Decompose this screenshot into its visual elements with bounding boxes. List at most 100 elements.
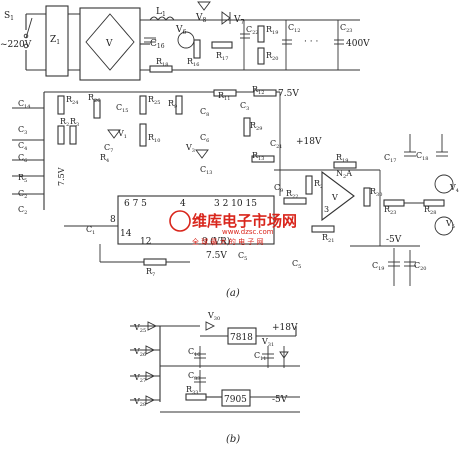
s1-label: S1	[4, 11, 14, 22]
ic-pins-top: 6 7 5	[124, 199, 147, 209]
c9-label: C9	[274, 183, 283, 194]
c6-label: C6	[18, 153, 27, 164]
c33-label: C33	[188, 371, 201, 382]
c3m-label: C3	[240, 101, 249, 112]
v28-label: V28	[133, 397, 146, 408]
v75-top-label: 7.5V	[278, 89, 299, 99]
c10-label: C10	[188, 347, 201, 358]
watermark-url: www.dzsc.com	[222, 228, 274, 236]
r12-label: R12	[252, 85, 264, 96]
plus18v-label: +18V	[296, 137, 322, 147]
r2-label: R2	[60, 117, 69, 128]
r19b-resistor	[333, 161, 357, 169]
r23-label: R23	[384, 205, 396, 216]
r3-resistor	[69, 125, 77, 145]
c18-label: C18	[416, 151, 429, 162]
r3-label: R3	[70, 117, 79, 128]
r21-label: R21	[322, 233, 334, 244]
v1-zener	[107, 129, 121, 139]
v4-label: V4	[449, 183, 459, 194]
r16-label: R16	[187, 57, 199, 68]
r21-resistor	[311, 225, 335, 233]
r9-label: R9	[168, 99, 177, 110]
r19b-label: R19	[336, 153, 348, 164]
opamp-pin3: 3	[324, 205, 329, 214]
r5-label: R5	[18, 173, 27, 184]
r27-resistor	[305, 175, 313, 195]
controller-ic	[117, 195, 275, 245]
c19-label: C19	[372, 261, 385, 272]
regulator-7905	[221, 389, 251, 407]
r22-label: R22	[286, 189, 298, 200]
c12-label: C12	[288, 23, 301, 34]
v4-transistor	[434, 174, 454, 194]
reg7905-label: 7905	[224, 395, 247, 405]
plus18v-b-label: +18V	[272, 323, 298, 333]
r10-resistor	[139, 123, 147, 147]
bridge-diamond	[85, 13, 135, 71]
v25-label: V25	[133, 323, 146, 334]
l1-inductor	[149, 16, 175, 21]
r20-label: R20	[266, 51, 278, 62]
c23-label: C23	[340, 23, 353, 34]
v7-diode	[221, 11, 231, 25]
c3-label: C3	[18, 125, 27, 136]
c8-label: C8	[200, 107, 209, 118]
neg5v-b-label: -5V	[272, 395, 288, 405]
output-400v-label: 400V	[346, 39, 370, 49]
r28-label: R28	[424, 205, 436, 216]
c1-label: C1	[86, 225, 95, 236]
v5-transistor	[434, 216, 454, 236]
c21-label: C21	[270, 139, 283, 150]
r4-label: R4	[100, 153, 109, 164]
r13-resistor	[251, 155, 275, 163]
n2a-opamp	[321, 170, 355, 222]
caption-b: (b)	[226, 434, 240, 445]
watermark-logo-icon	[169, 210, 191, 232]
v3-diode	[195, 149, 209, 159]
opamp-v-label: V	[331, 193, 338, 202]
mains-voltage-label: ~220V	[0, 40, 32, 50]
c11-b-label: C11	[254, 351, 267, 362]
r18-resistor	[149, 65, 173, 73]
v3-label: V3	[185, 143, 195, 154]
c20-label: C20	[414, 261, 427, 272]
v28-diode	[145, 395, 156, 405]
v7-label: V7	[233, 15, 245, 26]
v26-diode	[145, 345, 156, 355]
c1-label-left: C2	[18, 205, 27, 216]
r24-label: R24	[66, 95, 78, 106]
bridge-rectifier-box	[79, 7, 141, 81]
ic-pin9: 9	[202, 237, 208, 247]
c5b-label: C5	[292, 259, 301, 270]
r25-label: R25	[148, 95, 160, 106]
v75-left-label: 7.5V	[57, 167, 66, 186]
ic-pin8: 8	[110, 215, 116, 225]
r26-resistor	[93, 99, 101, 119]
v8-diode	[197, 1, 211, 11]
r29-resistor	[243, 117, 251, 137]
n2a-label: N2A	[336, 169, 352, 180]
c17-label: C17	[384, 153, 397, 164]
bridge-label: V	[105, 39, 113, 49]
v75-bottom-label: 7.5V	[206, 251, 227, 261]
r2-resistor	[57, 125, 65, 145]
r22-resistor	[283, 197, 307, 205]
r10-label: R10	[148, 133, 160, 144]
caption-a: (a)	[226, 288, 240, 299]
z1-label: Z1	[50, 35, 60, 46]
c2-label: C2	[18, 189, 27, 200]
r9-resistor	[175, 95, 183, 115]
r19-label: R19	[266, 25, 278, 36]
reg7818-label: 7818	[230, 333, 253, 343]
r17-resistor	[211, 41, 233, 49]
l1-label: L1	[156, 7, 166, 18]
c7-label: C7	[104, 143, 113, 154]
watermark-title: 维库电子市场网	[192, 212, 297, 230]
watermark-slogan: 全 球 最 大 的 电 子 网	[192, 237, 264, 246]
r26-label: R26	[88, 93, 100, 104]
c16-label: C16	[150, 39, 165, 50]
c15-label: C15	[116, 103, 129, 114]
c13-label: C13	[200, 165, 213, 176]
r13-label: R13	[252, 151, 264, 162]
